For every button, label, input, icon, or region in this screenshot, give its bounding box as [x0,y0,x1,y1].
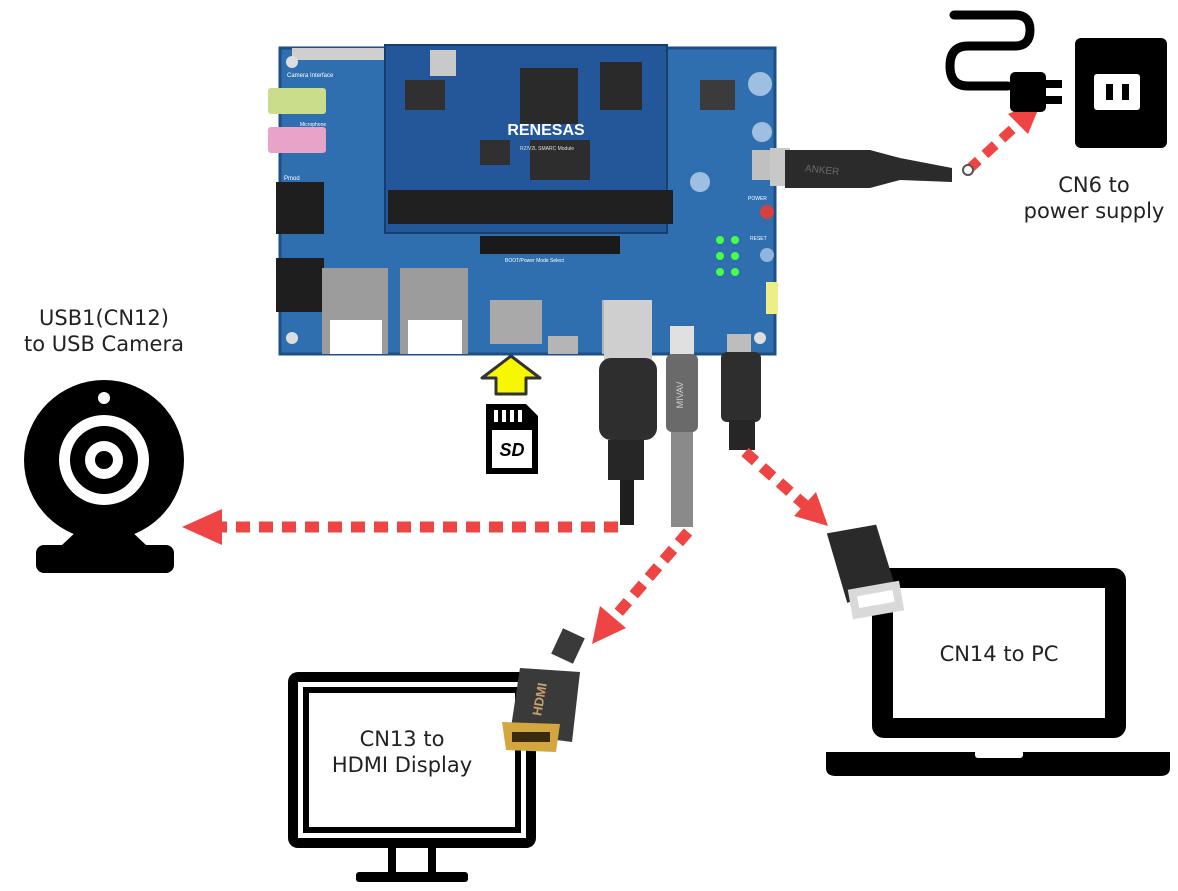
hdmi-cable-brand: MIVAV [675,382,685,409]
hdmi-cable: MIVAV [666,326,698,527]
pc-label-text: CN14 to PC [939,642,1059,666]
hdmi-label-line-2: HDMI Display [331,753,473,777]
hdmi-connector-icon: HDMI [502,628,585,752]
hdmi-label-line-1: CN13 to [359,727,445,751]
arrow-hdmi-head [592,606,626,644]
arrow-camera-head [182,509,222,545]
monitor-icon [288,672,536,882]
camera-interface-label: Camera Interface [287,73,334,79]
arrow-power [964,120,1022,174]
microphone-label: Microphone [300,122,326,128]
module-label: RZ/V2L SMARC Module [520,146,574,152]
power-plug-icon [945,10,1062,112]
usb-connector-icon [826,524,905,620]
hdmi-plug-label: HDMI [529,682,550,717]
power-outlet-icon [1075,38,1167,148]
evaluation-board: RENESAS RZ/V2L SMARC Module Camera Inter… [268,44,778,356]
camera-label: USB1(CN12) to USB Camera [14,305,194,357]
arrow-hdmi [607,528,693,624]
camera-label-line-2: to USB Camera [24,332,184,356]
usb-a-cable [599,300,657,525]
power-label-line-1: CN6 to [1058,173,1130,197]
micro-usb-cable [721,334,761,450]
sd-insert-arrow [480,354,542,396]
sd-card-icon: SD [486,404,538,474]
webcam-icon [24,380,184,573]
module-brand: RENESAS [507,122,585,139]
arrow-pc-head [794,492,828,526]
arrow-pc [741,447,810,511]
sd-label: SD [499,440,524,460]
laptop-icon [826,568,1170,776]
camera-label-line-1: USB1(CN12) [39,306,169,330]
power-cable-brand: ANKER [804,163,839,178]
boot-label: BOOT/Power Mode Select [505,258,565,264]
power-supply-label: CN6 to power supply [1010,172,1178,224]
pc-label: CN14 to PC [893,641,1105,667]
power-label: POWER [748,196,767,202]
power-label-line-2: power supply [1023,199,1165,223]
hdmi-display-label: CN13 to HDMI Display [318,726,486,778]
reset-label: RESET [750,236,767,242]
power-cable: ANKER [770,148,952,188]
pmod-label: Pmod [284,176,300,182]
